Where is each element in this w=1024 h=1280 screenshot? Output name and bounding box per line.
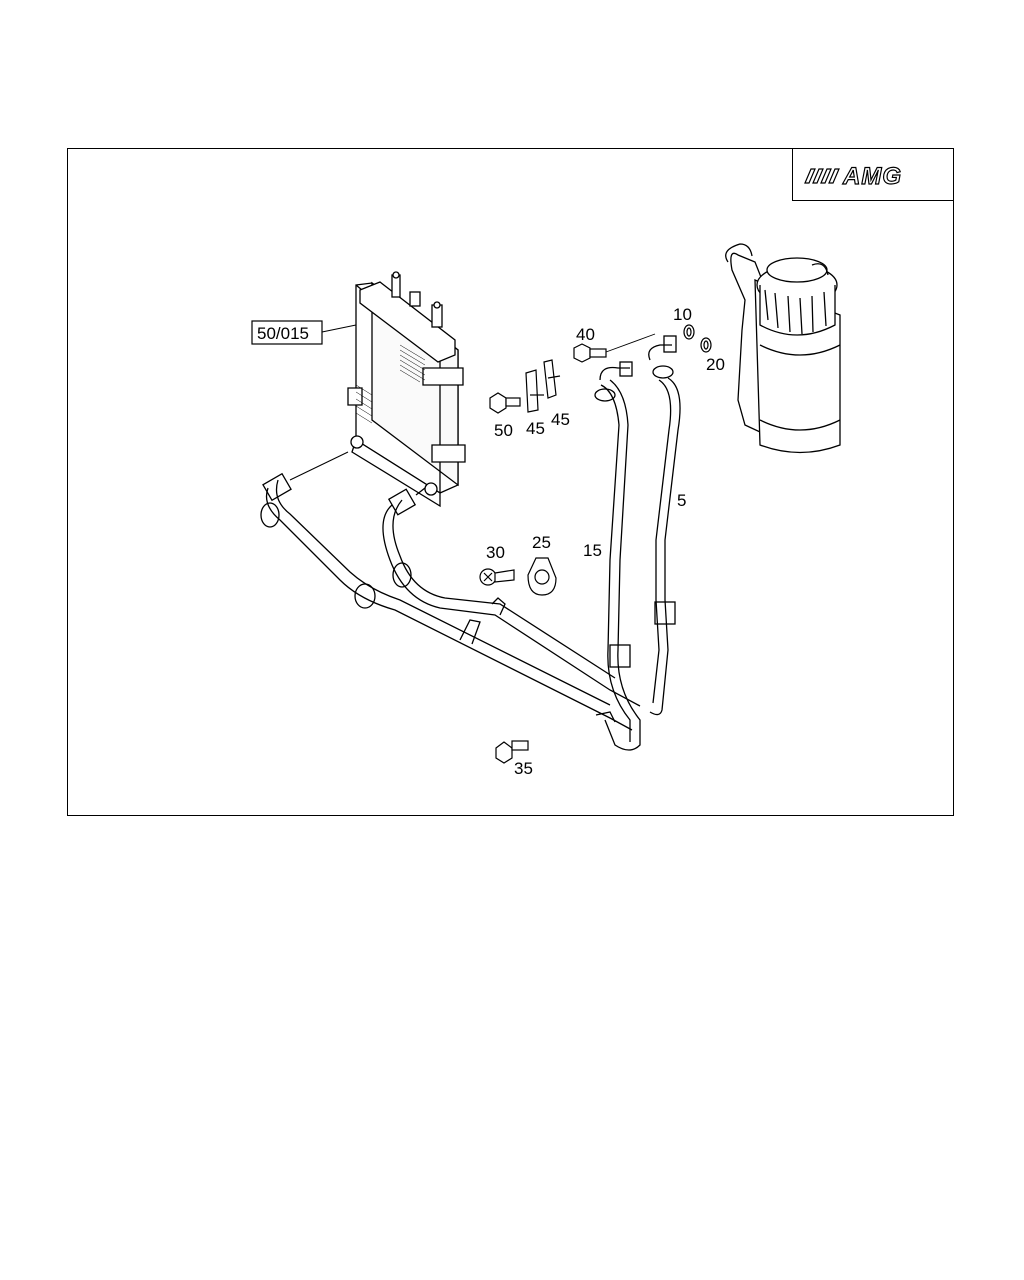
screw-30 [479,568,515,586]
callout-15[interactable]: 15 [583,541,602,560]
brand-logo-box: AMG [792,148,954,201]
callout-10[interactable]: 10 [673,305,692,324]
callout-40[interactable]: 40 [576,325,595,344]
radiator-fins [355,344,426,424]
callout-25[interactable]: 25 [532,533,551,552]
callout-35[interactable]: 35 [514,759,533,778]
logo-wordmark: AMG [842,163,902,190]
bolt-35 [495,740,529,764]
brand-logo: AMG [804,162,902,191]
svg-text:50/015: 50/015 [257,324,309,343]
clips-45 [525,359,561,413]
callout-assembly[interactable]: 50/015 [251,320,357,345]
diagram-frame [67,148,954,816]
callout-20[interactable]: 20 [706,355,725,374]
bolt-40 [573,333,656,363]
clamp-25 [527,557,557,596]
callout-5[interactable]: 5 [677,491,686,510]
oil-filter-housing [725,243,841,454]
logo-stripes [804,168,840,184]
callout-50[interactable]: 50 [494,421,513,440]
callout-45-left[interactable]: 45 [526,419,545,438]
callout-30[interactable]: 30 [486,543,505,562]
oil-cooler [347,271,466,508]
callout-45-right[interactable]: 45 [551,410,570,429]
seal-rings [683,324,712,353]
oil-lines [260,335,681,751]
bolt-50 [489,392,521,414]
